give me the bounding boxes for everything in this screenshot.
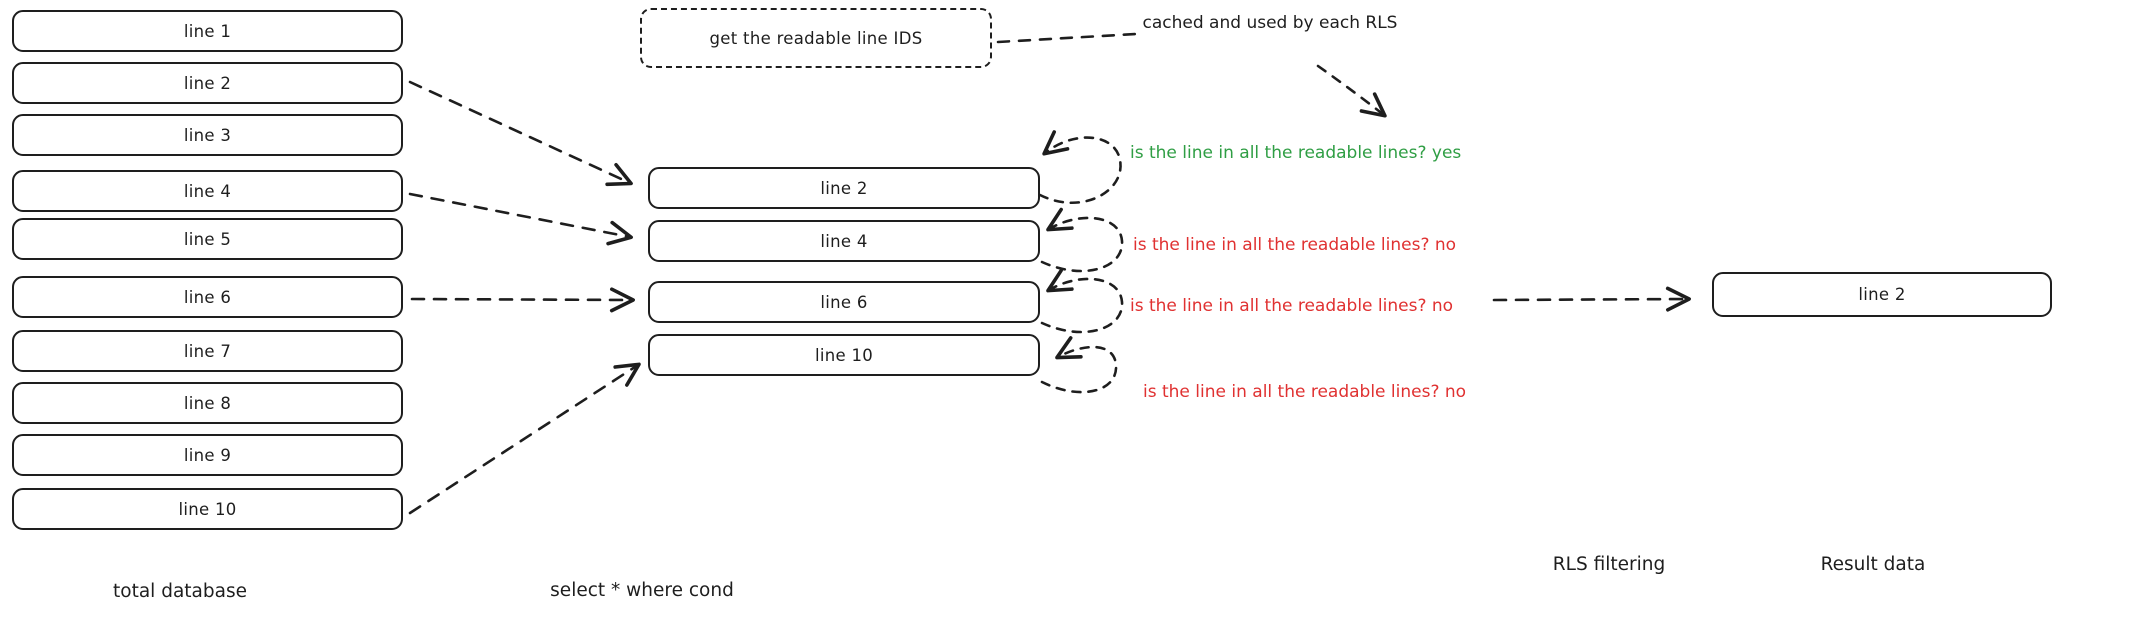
db-row-label: line 1	[183, 21, 232, 41]
db-row-label: line 9	[183, 445, 232, 465]
get-readable-line-ids-box: get the readable line IDS	[640, 8, 992, 68]
db-row-line-2: line 2	[12, 62, 403, 104]
filtered-row-label: line 4	[820, 231, 868, 251]
db-row-line-10: line 10	[12, 488, 403, 530]
filtered-row-line-2: line 2	[648, 167, 1040, 209]
caption-rls-filtering: RLS filtering	[1552, 554, 1666, 575]
db-row-line-3: line 3	[12, 114, 403, 156]
connector-command-to-cache-note	[996, 32, 1138, 44]
filtered-row-line-4: line 4	[648, 220, 1040, 262]
arrow-db-line2-to-filtered	[408, 80, 633, 187]
filtered-row-label: line 2	[820, 178, 868, 198]
self-loop-line6-rls-check	[1040, 268, 1124, 334]
caption-select-where-cond: select * where cond	[550, 580, 734, 601]
arrow-db-line6-to-filtered	[410, 287, 635, 313]
filtered-row-line-6: line 6	[648, 281, 1040, 323]
db-row-label: line 6	[183, 287, 232, 307]
command-label: get the readable line IDS	[709, 28, 923, 48]
caption-total-database: total database	[113, 581, 247, 602]
rls-check-line-4: is the line in all the readable lines? n…	[1133, 235, 1457, 255]
rls-check-line-10: is the line in all the readable lines? n…	[1143, 382, 1467, 402]
filtered-row-label: line 10	[814, 345, 874, 365]
filtered-row-label: line 6	[820, 292, 868, 312]
self-loop-line10-rls-check	[1040, 336, 1118, 394]
db-row-label: line 10	[178, 499, 237, 519]
arrow-db-line10-to-filtered	[408, 362, 641, 515]
filtered-row-line-10: line 10	[648, 334, 1040, 376]
db-row-line-5: line 5	[12, 218, 403, 260]
arrow-db-line4-to-filtered	[408, 192, 633, 246]
arrow-cache-note-to-checks	[1316, 64, 1387, 118]
rls-check-line-2: is the line in all the readable lines? y…	[1130, 143, 1462, 163]
result-row-label: line 2	[1858, 285, 1906, 304]
self-loop-line4-rls-check	[1040, 207, 1124, 273]
arrow-filtered-to-result	[1492, 286, 1691, 312]
db-row-line-1: line 1	[12, 10, 403, 52]
db-row-label: line 4	[183, 181, 232, 201]
db-row-line-9: line 9	[12, 434, 403, 476]
caption-result-data: Result data	[1820, 554, 1926, 575]
db-row-label: line 7	[183, 341, 232, 361]
cache-note: cached and used by each RLS	[1142, 13, 1398, 33]
db-row-line-6: line 6	[12, 276, 403, 318]
db-row-line-7: line 7	[12, 330, 403, 372]
self-loop-line2-rls-check	[1038, 130, 1122, 205]
rls-check-line-6: is the line in all the readable lines? n…	[1130, 296, 1454, 316]
db-row-label: line 5	[183, 229, 232, 249]
db-row-label: line 8	[183, 393, 232, 413]
db-row-label: line 3	[183, 125, 232, 145]
db-row-line-8: line 8	[12, 382, 403, 424]
db-row-label: line 2	[183, 73, 232, 93]
db-row-line-4: line 4	[12, 170, 403, 212]
result-row-line-2: line 2	[1712, 272, 2052, 317]
